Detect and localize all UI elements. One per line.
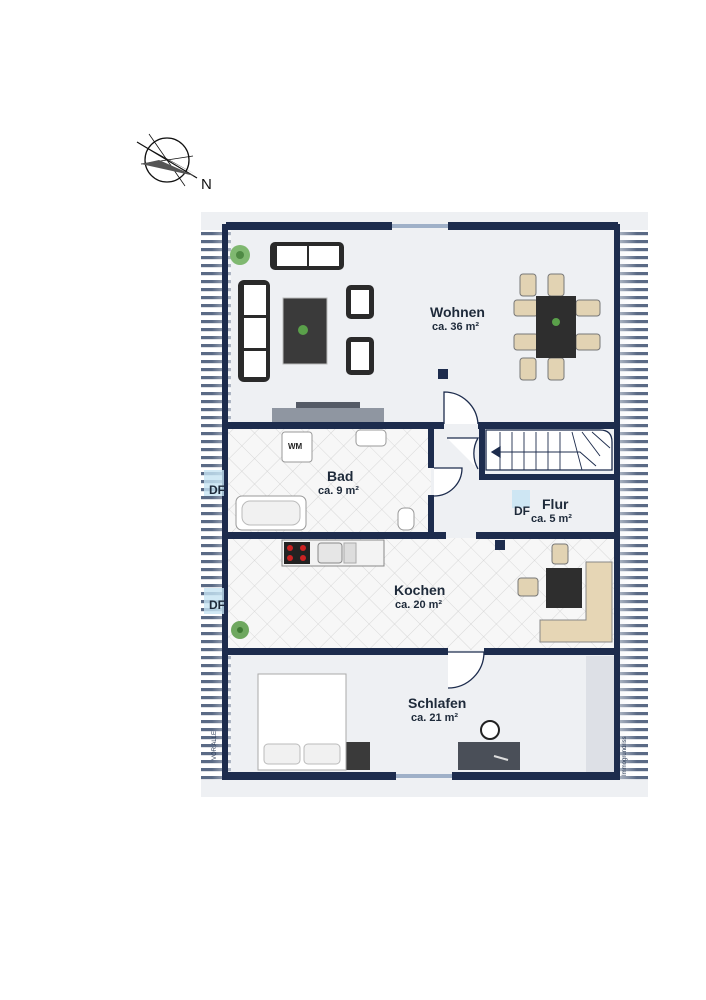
washer-label: WM (288, 442, 303, 451)
tv-sideboard (272, 402, 384, 422)
room-area-wohnen: ca. 36 m² (432, 321, 480, 333)
room-area-kochen: ca. 20 m² (395, 599, 443, 611)
washing-machine (281, 431, 313, 463)
corner-bench (517, 543, 613, 643)
room-name-schlafen: Schlafen (408, 695, 467, 711)
exterior-walls (222, 222, 620, 780)
toilet (397, 507, 415, 531)
room-name-flur: Flur (542, 496, 569, 512)
desk (458, 720, 520, 770)
interior-walls (226, 369, 618, 655)
room-name-bad: Bad (327, 468, 354, 484)
sink (355, 429, 387, 447)
bed (257, 673, 370, 771)
skylight-label-kochen: DF (209, 598, 225, 612)
wardrobe (586, 656, 614, 772)
sofa (238, 242, 344, 382)
armchairs (346, 285, 374, 375)
watermark-right: Immogrundriss (622, 736, 628, 776)
dining-table (513, 273, 601, 381)
plant-icon (230, 245, 250, 265)
skylight-icon (204, 470, 530, 614)
staircase (485, 429, 613, 471)
skylight-label-flur: DF (514, 504, 530, 518)
plant-icon (231, 621, 249, 639)
skylight-label-bad: DF (209, 483, 225, 497)
kitchen-counter (281, 539, 385, 567)
room-name-kochen: Kochen (394, 582, 446, 598)
doors (433, 391, 485, 689)
room-area-bad: ca. 9 m² (318, 485, 359, 497)
bathtub (235, 495, 307, 531)
watermark-left: VOR ALLE (212, 730, 218, 760)
north-label: N (201, 176, 212, 193)
room-area-flur: ca. 5 m² (531, 513, 572, 525)
room-name-wohnen: Wohnen (430, 304, 485, 320)
coffee-table (282, 297, 328, 365)
room-area-schlafen: ca. 21 m² (411, 712, 459, 724)
compass-icon (136, 133, 198, 187)
